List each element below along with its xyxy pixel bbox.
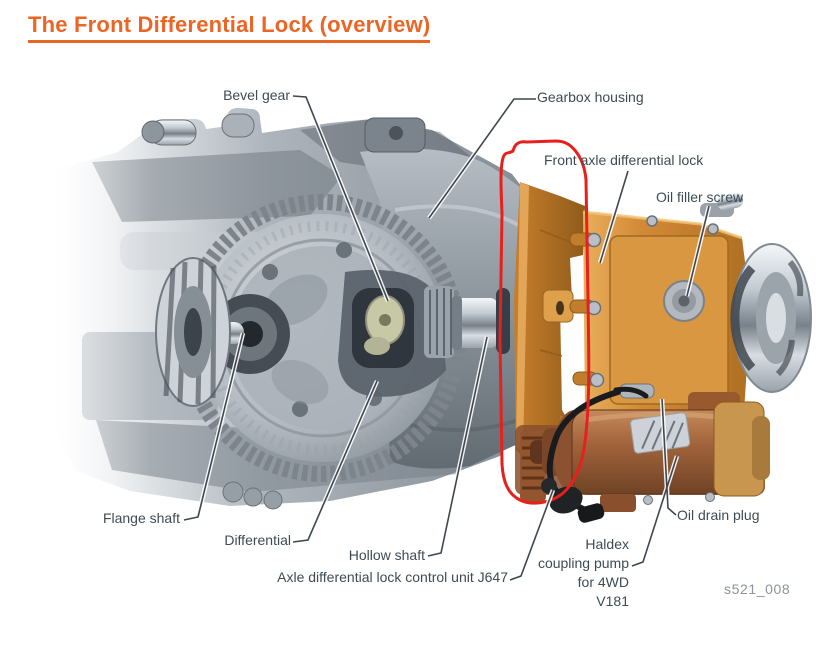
highlight-outline bbox=[498, 139, 591, 505]
bottom-studs bbox=[222, 481, 283, 510]
differential-case bbox=[338, 269, 446, 397]
label-hollow-shaft: Hollow shaft bbox=[348, 547, 425, 563]
control-unit-connector bbox=[541, 478, 605, 523]
image-reference-code: s521_008 bbox=[724, 581, 791, 597]
label-flange-shaft: Flange shaft bbox=[102, 510, 180, 526]
haldex-line-1: Haldex bbox=[585, 536, 629, 552]
label-front-axle-differential-lock: Front axle differential lock bbox=[544, 152, 704, 168]
left-fade bbox=[0, 95, 150, 540]
cv-ribbed-flange bbox=[155, 257, 231, 407]
flange-hub bbox=[208, 294, 290, 374]
haldex-line-3: for 4WD bbox=[577, 574, 629, 590]
label-oil-filler-screw: Oil filler screw bbox=[656, 189, 744, 205]
label-gearbox-housing: Gearbox housing bbox=[537, 89, 644, 105]
haldex-line-2: coupling pump bbox=[537, 555, 629, 571]
label-bevel-gear: Bevel gear bbox=[223, 87, 290, 103]
output-flange bbox=[730, 243, 812, 393]
label-haldex-coupling-pump: Haldex coupling pump for 4WD V181 bbox=[538, 535, 629, 611]
page-title: The Front Differential Lock (overview) bbox=[28, 12, 431, 43]
diff-lock-adapter bbox=[514, 182, 585, 462]
label-oil-drain-plug: Oil drain plug bbox=[677, 507, 760, 523]
oil-filler-plug bbox=[663, 280, 705, 322]
pump-sticker bbox=[630, 412, 691, 454]
leader-lines bbox=[183, 93, 712, 583]
label-axle-diff-lock-control-unit: Axle differential lock control unit J647 bbox=[277, 569, 508, 585]
haldex-line-4: V181 bbox=[596, 593, 629, 609]
label-differential: Differential bbox=[224, 532, 291, 548]
